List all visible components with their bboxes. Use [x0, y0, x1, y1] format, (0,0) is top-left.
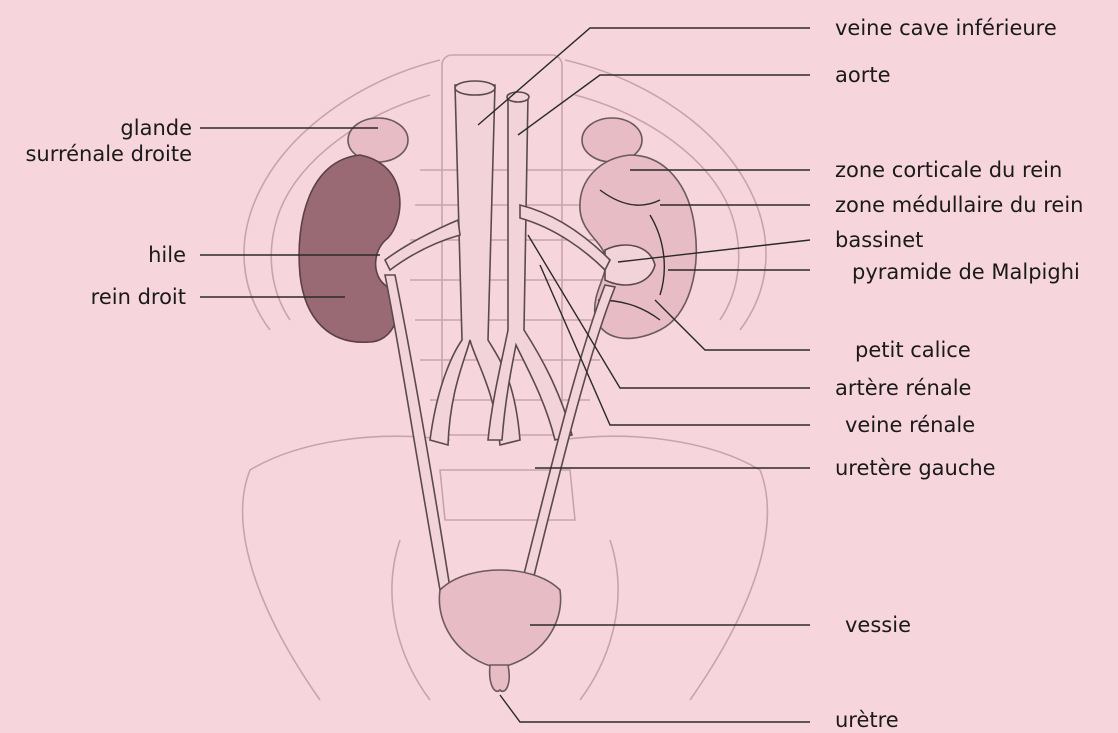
bladder [439, 570, 560, 668]
vena-cava-top [455, 81, 495, 95]
label-veine-cave: veine cave inférieure [835, 16, 1057, 40]
renal-vein-right [385, 220, 460, 270]
label-uretere-gauche: uretère gauche [835, 456, 996, 480]
label-uretre: urètre [835, 708, 899, 732]
label-artere-renale: artère rénale [835, 376, 971, 400]
label-rein-droit: rein droit [0, 285, 186, 309]
kidney-right [299, 155, 400, 342]
aorta [488, 95, 572, 440]
ureter-left [520, 285, 615, 592]
label-pyramide: pyramide de Malpighi [852, 260, 1080, 284]
label-veine-renale: veine rénale [845, 413, 975, 437]
label-zone-corticale: zone corticale du rein [835, 158, 1062, 182]
label-glande-line2: surrénale droite [0, 142, 192, 166]
label-zone-medullaire: zone médullaire du rein [835, 193, 1083, 217]
urethra [490, 665, 510, 691]
label-bassinet: bassinet [835, 228, 923, 252]
label-vessie: vessie [845, 613, 911, 637]
label-hile: hile [0, 243, 186, 267]
label-glande-line1: glande [0, 116, 192, 140]
label-petit-calice: petit calice [855, 338, 971, 362]
label-aorte: aorte [835, 63, 891, 87]
